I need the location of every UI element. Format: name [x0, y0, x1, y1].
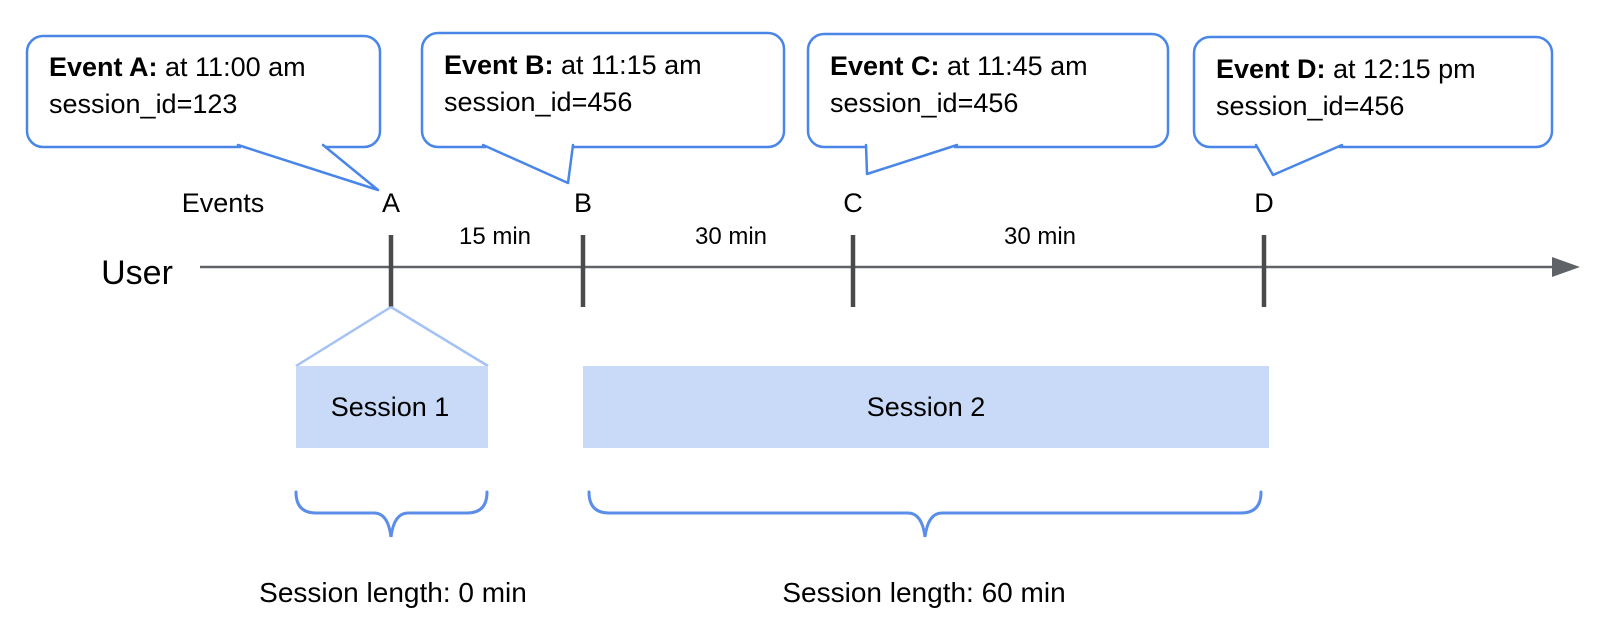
- event-b-time: at 11:15 am: [553, 50, 702, 80]
- events-row-label: Events: [181, 188, 265, 218]
- event-d-title: Event D:: [1216, 54, 1326, 84]
- interval-a-b-label: 15 min: [458, 223, 532, 250]
- user-row-label: User: [101, 254, 173, 292]
- session2-length-label: Session length: 60 min: [782, 577, 1066, 608]
- event-a-bubble-text: Event A: at 11:00 am session_id=123: [49, 49, 306, 123]
- event-a-session-id: session_id=123: [49, 89, 238, 119]
- session1-length-label: Session length: 0 min: [259, 577, 527, 608]
- interval-c-d-label: 30 min: [1003, 223, 1077, 250]
- event-c-letter: C: [843, 188, 863, 218]
- event-c-time: at 11:45 am: [939, 51, 1088, 81]
- event-a-letter: A: [381, 188, 401, 218]
- event-c-session-id: session_id=456: [830, 88, 1019, 118]
- event-b-line1: Event B: at 11:15 am: [444, 47, 702, 84]
- event-c-line1: Event C: at 11:45 am: [830, 48, 1088, 85]
- event-d-bubble-text: Event D: at 12:15 pm session_id=456: [1216, 51, 1476, 125]
- event-d-line1: Event D: at 12:15 pm: [1216, 51, 1476, 88]
- event-b-title: Event B:: [444, 50, 554, 80]
- event-a-title: Event A:: [49, 52, 158, 82]
- event-b-letter: B: [573, 188, 593, 218]
- event-a-line1: Event A: at 11:00 am: [49, 49, 306, 86]
- event-c-bubble-text: Event C: at 11:45 am session_id=456: [830, 48, 1088, 122]
- event-c-title: Event C:: [830, 51, 940, 81]
- event-d-letter: D: [1254, 188, 1274, 218]
- event-d-time: at 12:15 pm: [1325, 54, 1476, 84]
- session2-label: Session 2: [866, 392, 986, 422]
- event-b-bubble-text: Event B: at 11:15 am session_id=456: [444, 47, 702, 121]
- session1-label: Session 1: [330, 392, 450, 422]
- interval-b-c-label: 30 min: [694, 223, 768, 250]
- event-d-session-id: session_id=456: [1216, 91, 1405, 121]
- event-b-session-id: session_id=456: [444, 87, 633, 117]
- event-a-time: at 11:00 am: [157, 52, 306, 82]
